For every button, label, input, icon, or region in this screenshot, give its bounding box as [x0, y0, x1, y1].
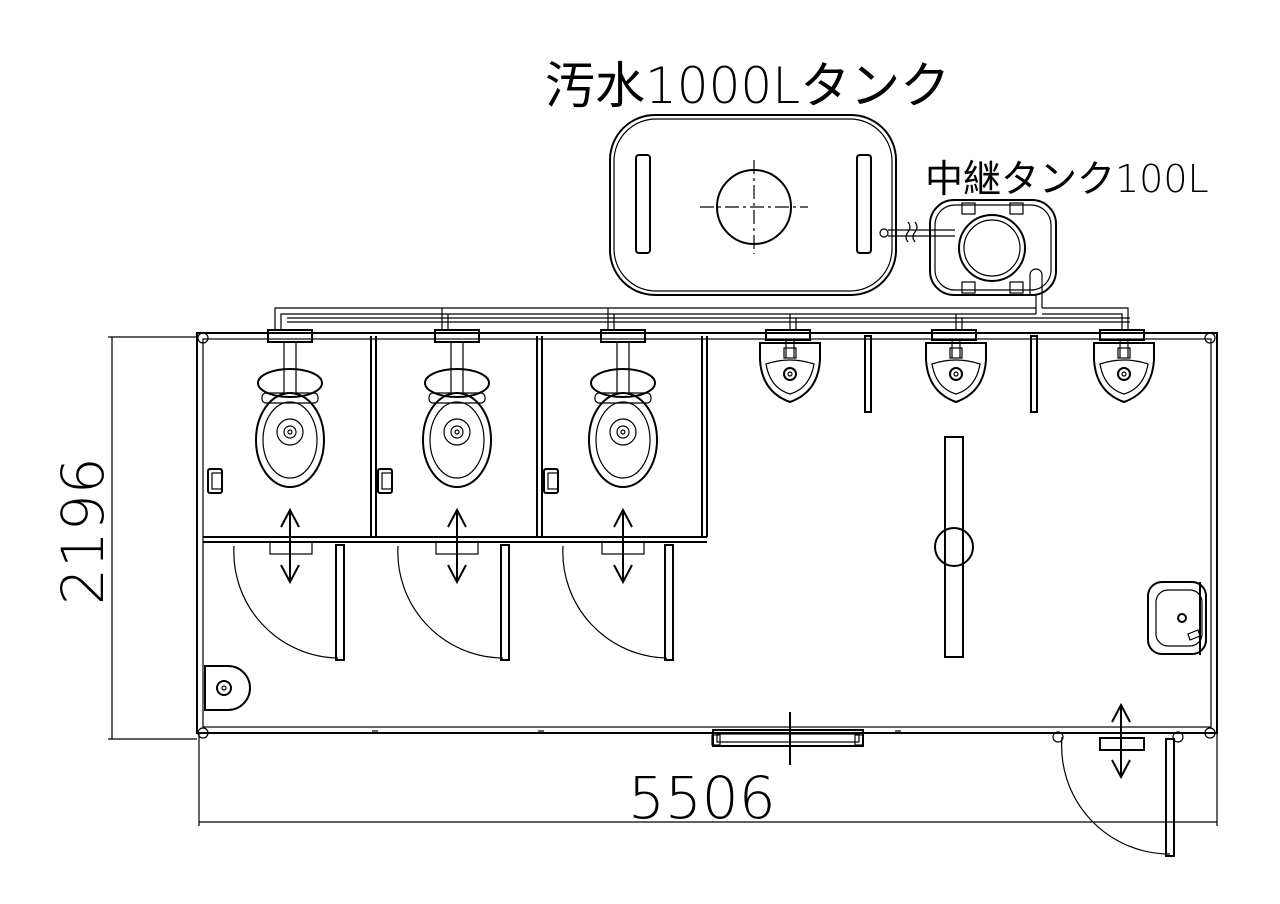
swing-arrow-1: [280, 507, 300, 585]
swing-arrow-3: [613, 507, 633, 585]
main-sewage-tank: [609, 114, 897, 296]
urinal-2: [925, 329, 987, 404]
toilet-3: [588, 368, 658, 488]
urinal-1: [759, 329, 821, 404]
relay-tank: [929, 199, 1057, 305]
door-1: [233, 544, 345, 661]
urinal-divider-1: [864, 335, 872, 413]
stall-2: [377, 329, 510, 661]
door-2: [397, 544, 510, 661]
dimension-width-label: 5506: [628, 764, 776, 832]
stall-3: [543, 329, 674, 661]
urinal-3: [1093, 329, 1155, 404]
entrance-door: [1052, 702, 1184, 857]
door-3: [562, 544, 674, 661]
drain-piping: [274, 295, 1130, 330]
dimension-height: [108, 336, 197, 740]
dimension-width: [198, 733, 1218, 826]
toilet-2: [422, 368, 492, 488]
tank-connector-pipe: [879, 221, 955, 243]
wash-basin: [1147, 581, 1207, 655]
main-tank-label: 汚水1000Lタンク: [545, 57, 950, 115]
small-basin: [204, 665, 251, 711]
toilet-1: [255, 368, 325, 488]
relay-tank-label: 中継タンク100L: [925, 157, 1209, 201]
bottom-grille: [711, 712, 864, 765]
urinal-divider-2: [1030, 335, 1038, 413]
center-partition: [934, 436, 974, 658]
stall-1: [207, 329, 345, 661]
dimension-height-label: 2196: [49, 457, 117, 605]
swing-arrow-2: [447, 507, 467, 585]
